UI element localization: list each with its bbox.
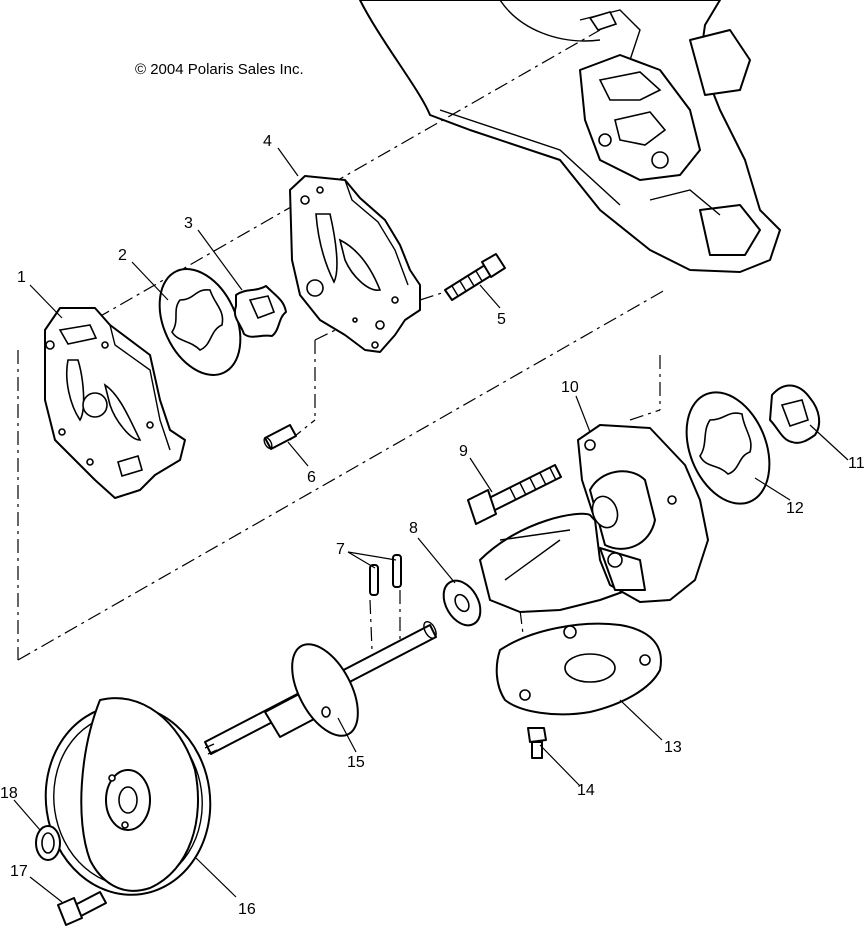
callout-13: 13 [664, 739, 682, 756]
callout-14: 14 [577, 782, 595, 799]
part-5-screw [444, 253, 506, 301]
callout-17: 17 [10, 863, 28, 880]
callout-15: 15 [347, 754, 365, 771]
callout-11: 11 [848, 455, 864, 472]
part-13-gasket-plate [495, 622, 662, 716]
callout-1: 1 [17, 269, 26, 286]
part-9-bolt [467, 464, 562, 525]
part-14-screw [527, 727, 547, 759]
engine-crankcase [359, 0, 781, 273]
part-12-outer-rotor [685, 391, 771, 505]
callout-9: 9 [459, 443, 468, 460]
part-15-drive-shaft [204, 621, 437, 755]
callout-18: 18 [0, 785, 18, 802]
callout-6: 6 [307, 469, 316, 486]
callout-labels: 1 2 3 4 5 6 7 8 9 10 11 12 13 14 15 16 1… [0, 133, 864, 918]
callout-8: 8 [409, 520, 418, 537]
part-18-washer [35, 825, 61, 861]
callout-4: 4 [263, 133, 272, 150]
callout-3: 3 [184, 215, 193, 232]
callout-16: 16 [238, 901, 256, 918]
part-3-inner-rotor [234, 285, 287, 338]
callout-7: 7 [336, 541, 345, 558]
part-7-pins [369, 554, 402, 596]
part-1-pump-plate [44, 307, 186, 499]
part-6-dowel-pin [263, 424, 297, 450]
callout-5: 5 [497, 311, 506, 328]
leader-lines [13, 147, 849, 903]
part-4-pump-plate [289, 175, 421, 353]
copyright-notice: © 2004 Polaris Sales Inc. [135, 61, 304, 78]
part-8-washer [442, 579, 482, 627]
part-16-drive-gear [44, 697, 212, 896]
part-10-pump-housing [479, 424, 709, 613]
part-11-inner-rotor [769, 384, 821, 444]
callout-10: 10 [561, 379, 579, 396]
part-17-bolt [57, 891, 107, 926]
callout-2: 2 [118, 247, 127, 264]
part-2-outer-rotor [158, 268, 242, 376]
callout-12: 12 [786, 500, 804, 517]
